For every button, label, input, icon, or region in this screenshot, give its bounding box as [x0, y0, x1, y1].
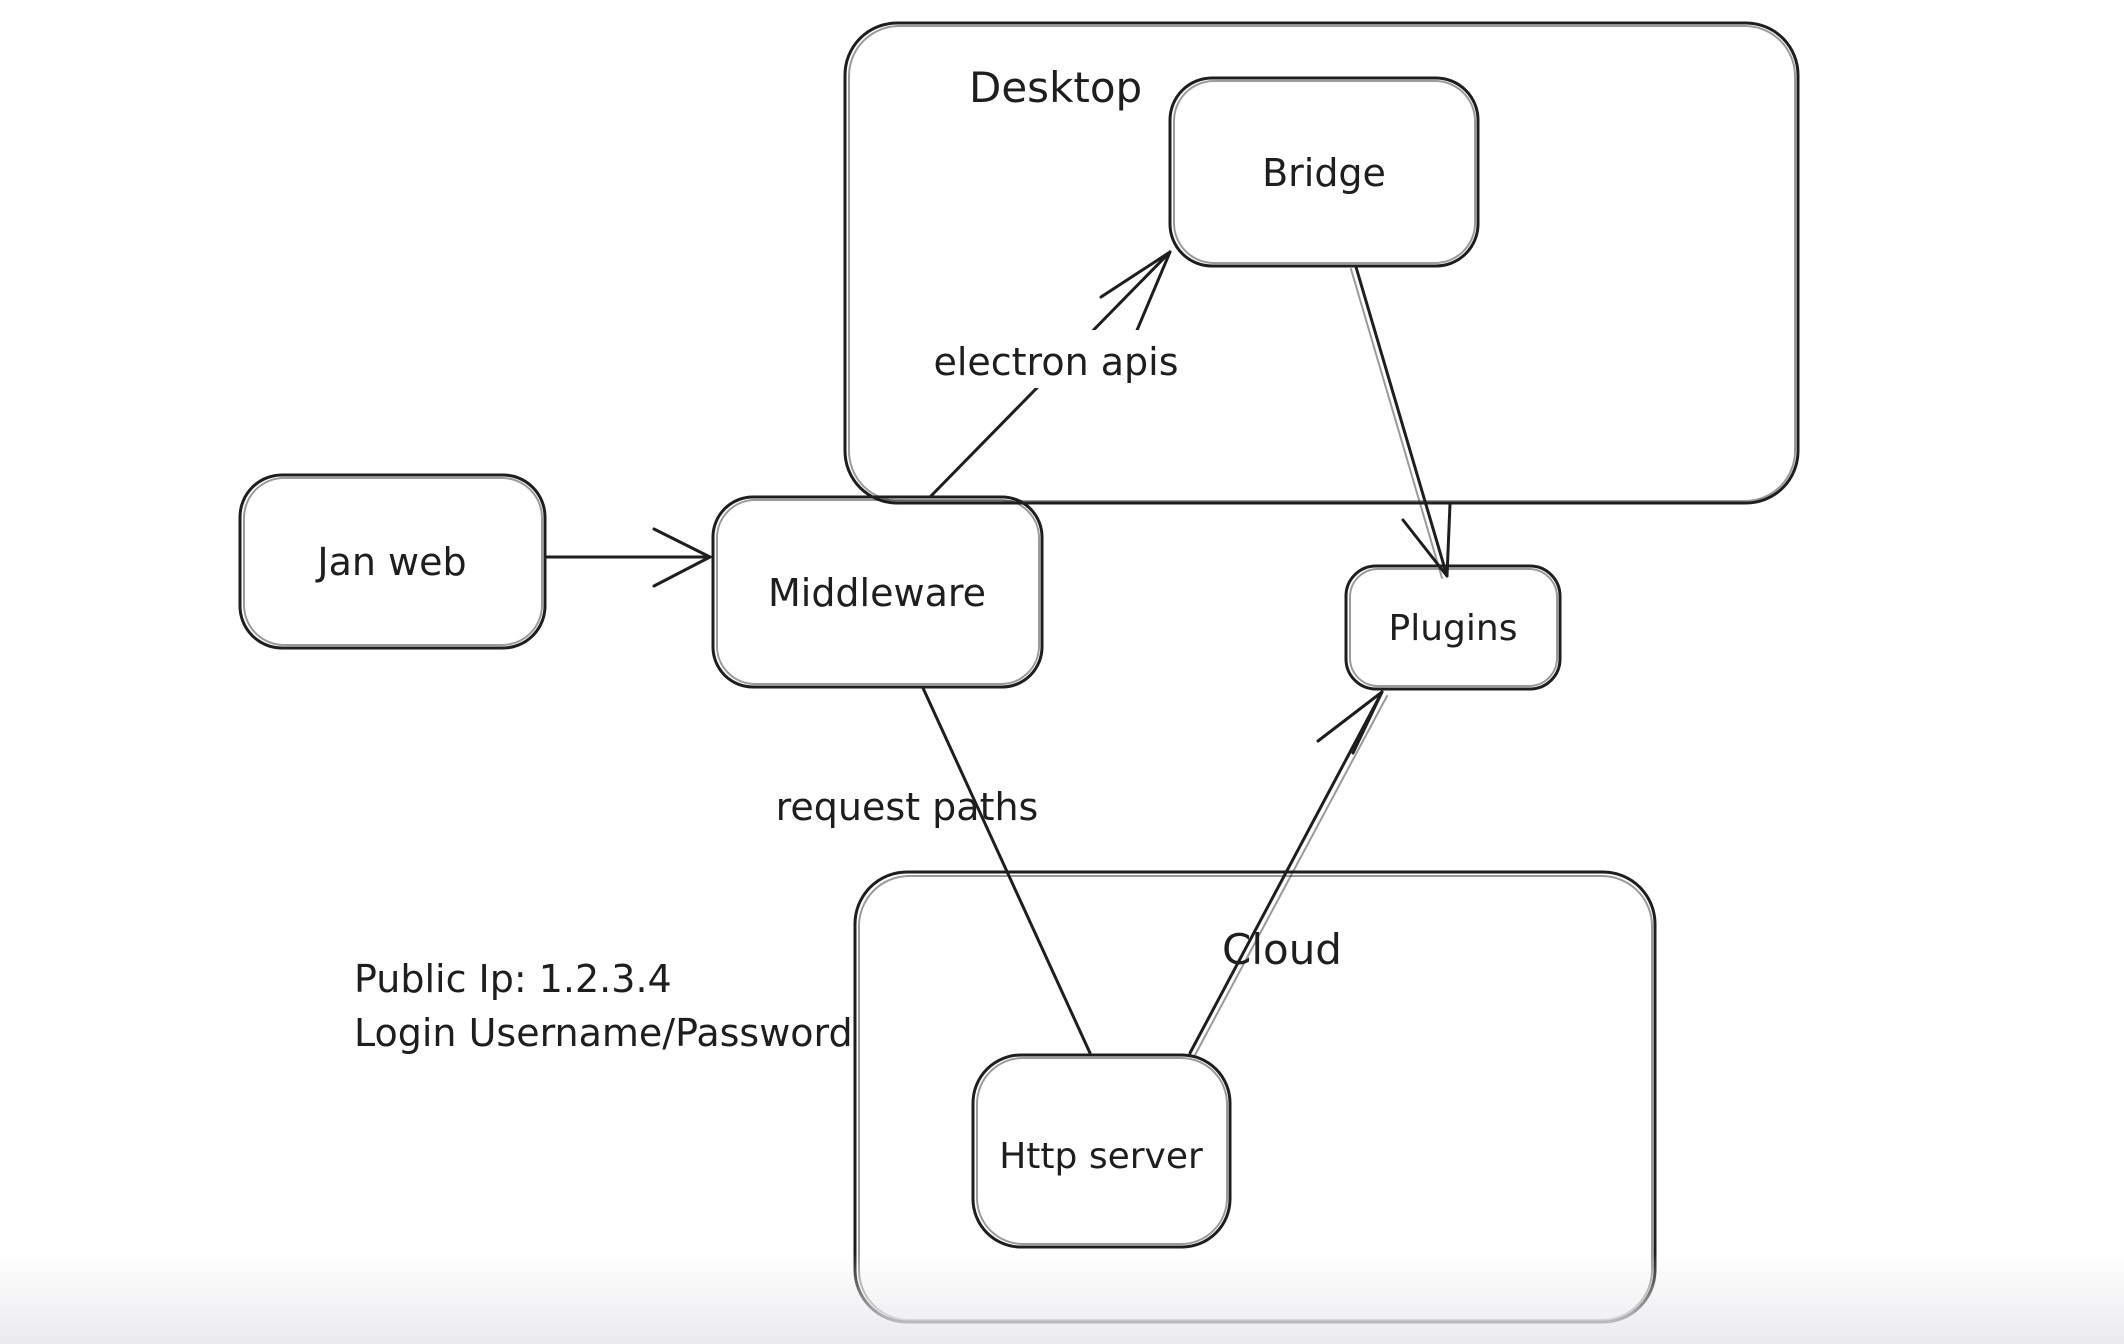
bridge-node-outline	[1168, 76, 1480, 268]
edge-line	[921, 686, 1092, 1055]
edge-middleware-to-bridge[interactable]: electron apis	[912, 250, 1202, 499]
middleware-node[interactable]: Middleware	[711, 495, 1044, 689]
annotation-login: Login Username/Password	[354, 1011, 853, 1055]
jan-web-node[interactable]: Jan web	[238, 473, 547, 650]
edge-jan-web-to-middleware[interactable]	[543, 527, 712, 588]
jan-web-node-label: Jan web	[315, 540, 466, 584]
arrowhead-icon	[1316, 690, 1384, 755]
edge-line-echo	[1194, 695, 1388, 1056]
bridge-node-label: Bridge	[1262, 151, 1386, 195]
http-server-node-outline	[971, 1053, 1232, 1249]
desktop-container-outline-echo	[848, 25, 1796, 502]
edge-bridge-to-plugins[interactable]	[1350, 265, 1452, 579]
plugins-node-label: Plugins	[1389, 608, 1518, 649]
jan-web-node-outline	[238, 473, 547, 650]
edge-label-electron-apis: electron apis	[933, 340, 1178, 384]
http-server-node-label: Http server	[999, 1136, 1203, 1177]
plugins-node-outline-echo	[1349, 568, 1558, 687]
bottom-fade-strip	[0, 1252, 2124, 1344]
arrowhead-icon	[652, 527, 712, 588]
edge-label-request-paths: request paths	[776, 785, 1039, 829]
arrowhead-icon	[1099, 250, 1172, 337]
annotation-public-ip: Public Ip: 1.2.3.4	[354, 957, 672, 1001]
middleware-node-outline	[711, 495, 1044, 689]
http-server-node[interactable]: Http server	[971, 1053, 1232, 1249]
middleware-node-label: Middleware	[768, 571, 986, 615]
middleware-node-outline-echo	[716, 499, 1040, 685]
bridge-node-outline-echo	[1173, 80, 1476, 264]
edge-line-echo	[1350, 268, 1443, 579]
plugins-node[interactable]: Plugins	[1344, 564, 1562, 691]
desktop-container-label: Desktop	[969, 63, 1142, 112]
edge-line	[1188, 690, 1384, 1055]
edge-label-background	[912, 330, 1202, 388]
edge-line	[1354, 265, 1449, 578]
plugins-node-outline	[1344, 564, 1562, 691]
cloud-container-label: Cloud	[1222, 925, 1342, 974]
desktop-container[interactable]: Desktop	[843, 21, 1800, 505]
jan-web-node-outline-echo	[243, 477, 543, 646]
desktop-container-outline	[843, 21, 1800, 505]
edge-middleware-to-http-server[interactable]: request paths	[776, 686, 1092, 1055]
bridge-node[interactable]: Bridge	[1168, 76, 1480, 268]
edge-http-server-to-plugins[interactable]	[1188, 690, 1388, 1056]
annotation-credentials[interactable]: Public Ip: 1.2.3.4 Login Username/Passwo…	[354, 957, 853, 1055]
http-server-node-outline-echo	[976, 1057, 1228, 1245]
